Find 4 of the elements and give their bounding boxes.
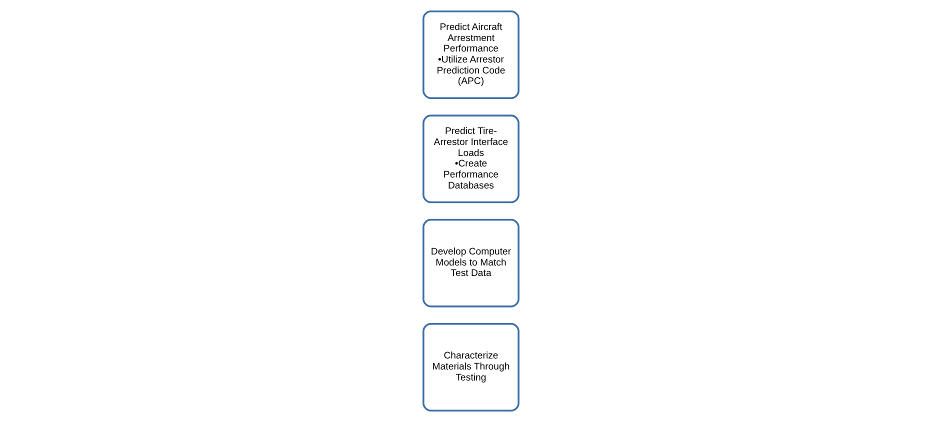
node-box: Predict Tire-Arrestor Interface Loads •Create Performance Databases [422, 114, 520, 203]
node-box: Characterize Materials Through Testing [422, 322, 520, 411]
node-box: Predict Aircraft Arrestment Performance •Utilize Arrestor Prediction Code (APC) [422, 10, 520, 99]
node-box: Develop Computer Models to Match Test Data [422, 218, 520, 307]
